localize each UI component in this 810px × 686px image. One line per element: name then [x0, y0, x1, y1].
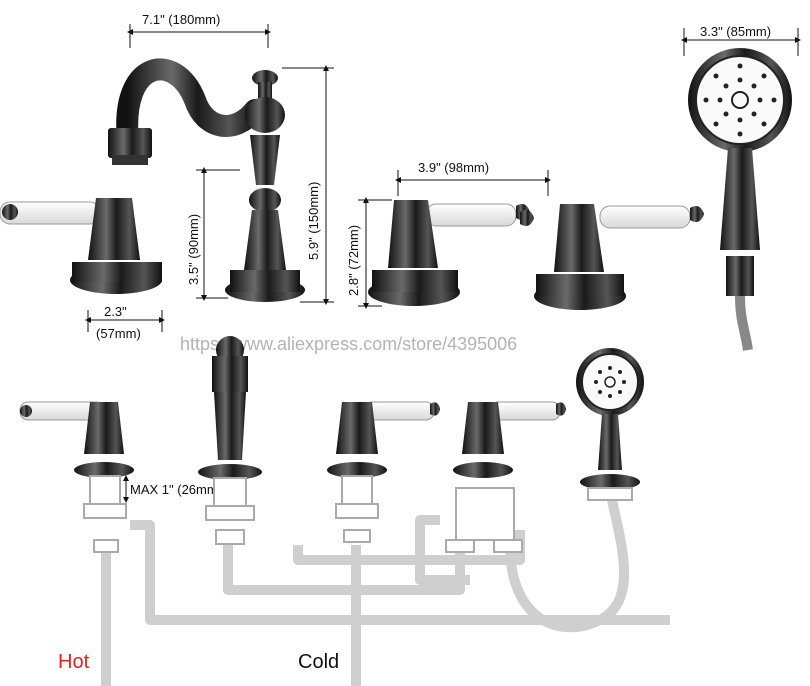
handle-spacing-dimension: 3.9" (98mm): [395, 160, 551, 196]
spout-width-dimension: 7.1" (180mm): [127, 12, 271, 48]
spout-height-label: 5.9" (150mm): [306, 182, 321, 260]
watermark: https://www.aliexpress.com/store/4395006: [180, 334, 517, 354]
body-height-dimension: 3.5" (90mm): [186, 167, 240, 301]
left-handle-valve: [0, 198, 162, 294]
handle-height-dimension: 2.8" (72mm): [346, 197, 392, 309]
spout-width-label: 7.1" (180mm): [142, 12, 220, 27]
middle-handle-valve: [368, 200, 530, 306]
bottom-spout: [198, 336, 262, 545]
base-width-dimension: 2.3" (57mm): [85, 304, 165, 341]
shower-head-width-label: 3.3" (85mm): [700, 24, 771, 39]
shower-head-width-dimension: 3.3" (85mm): [681, 24, 801, 56]
max-deck-label: MAX 1" (26mm): [130, 482, 222, 497]
handle-height-label: 2.8" (72mm): [346, 225, 361, 296]
plumbing-pipes: [101, 499, 670, 686]
spout-height-dimension: 5.9" (150mm): [282, 65, 334, 305]
base-width-in-label: 2.3": [104, 304, 127, 319]
base-width-mm-label: (57mm): [96, 326, 141, 341]
bottom-left-valve: [19, 401, 134, 553]
spout-faucet: [108, 58, 305, 302]
bottom-diverter-valve: [445, 401, 566, 553]
handle-spacing-label: 3.9" (98mm): [418, 160, 489, 175]
body-height-label: 3.5" (90mm): [186, 214, 201, 285]
bottom-hand-shower: [576, 348, 644, 501]
right-handle-valve: [520, 204, 704, 310]
hand-shower: [688, 48, 792, 351]
cold-label: Cold: [298, 651, 339, 673]
max-deck-dimension: MAX 1" (26mm): [123, 475, 222, 503]
hot-label: Hot: [58, 651, 90, 673]
bottom-middle-valve: [327, 401, 440, 543]
